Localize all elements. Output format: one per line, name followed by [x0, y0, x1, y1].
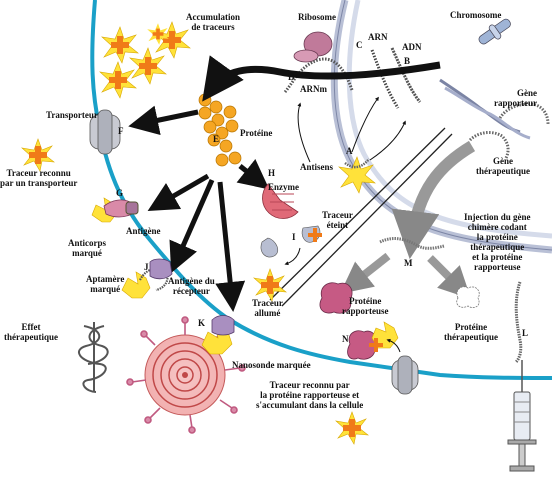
- letter-a: A: [346, 146, 353, 156]
- label-traceur-allume: Traceur allumé: [252, 298, 283, 318]
- letter-c: C: [356, 40, 363, 50]
- antisense-arrow: [297, 102, 311, 163]
- caduceus-icon: [78, 322, 109, 393]
- tracer-off-shape: [260, 237, 279, 258]
- big-curved-arrow: [202, 55, 441, 102]
- label-gene-rapporteur: Gène rapporteur: [494, 88, 537, 108]
- label-chromosome: Chromosome: [450, 10, 502, 20]
- bottom-transporter-arrow: [386, 338, 401, 353]
- letter-n: N: [342, 334, 349, 344]
- tracer-cluster: [99, 21, 191, 99]
- label-arnm: ARNm: [300, 84, 327, 94]
- label-anticorps: Anticorps marqué: [68, 238, 106, 258]
- label-gene-therapeutique: Gène thérapeutique: [476, 156, 530, 176]
- letter-i: I: [292, 232, 296, 242]
- label-accumulation: Accumulation de traceurs: [186, 12, 240, 32]
- to-therapeutic-arrow: [427, 255, 472, 300]
- tracer-off: [301, 225, 322, 243]
- dna-helix: [439, 78, 531, 140]
- nanoprobe-cell: [126, 316, 246, 434]
- rna-strand: [370, 49, 400, 109]
- label-antisens: Antisens: [300, 162, 334, 172]
- mrna-strand: [283, 57, 354, 93]
- ribosome: [293, 31, 333, 63]
- label-arn: ARN: [368, 32, 388, 42]
- reporter-protein-shape: [319, 282, 353, 314]
- gene-injection-arrow: [391, 140, 476, 260]
- enzyme-shape: [262, 183, 299, 219]
- label-traceur-transporteur: Traceur reconnu par un transporteur: [0, 168, 78, 188]
- therapeutic-gene-coil: [468, 131, 510, 159]
- protein-to-transporter-arrow: [128, 105, 199, 136]
- letter-k: K: [198, 318, 206, 328]
- label-ribosome: Ribosome: [298, 12, 336, 22]
- label-effet-therapeutique: Effet thérapeutique: [4, 322, 58, 342]
- labeled-antibody: [91, 197, 139, 223]
- label-injection: Injection du gène chimère codant la prot…: [464, 212, 531, 272]
- label-proteine-rapporteuse: Protéine rapporteuse: [342, 296, 389, 316]
- tracer-transporter: [21, 138, 55, 172]
- label-traceur-eteint: Traceur éteint: [322, 210, 353, 230]
- protein-to-antigen-arrow: [147, 173, 210, 212]
- letter-e: E: [213, 134, 220, 144]
- label-traceur-proteine: Traceur reconnu par la protéine rapporte…: [256, 380, 364, 410]
- bottom-transporter: [391, 355, 419, 395]
- label-adn: ADN: [402, 42, 422, 52]
- label-antigene-recepteur: Antigène du récepteur: [168, 276, 215, 296]
- label-proteine: Protéine: [240, 128, 273, 138]
- tracer-bottom: [335, 411, 369, 445]
- label-antigene: Antigène: [126, 226, 161, 236]
- letter-f: F: [118, 126, 124, 136]
- label-proteine-therapeutique: Protéine thérapeutique: [444, 322, 498, 342]
- protein-to-enzyme-arrow: [236, 159, 270, 190]
- therapeutic-protein-shape: [456, 286, 480, 308]
- letter-l: L: [522, 328, 529, 338]
- letter-b: B: [404, 56, 411, 66]
- label-transporteur: Transporteur: [46, 110, 98, 120]
- therapeutic-coil-l: [514, 281, 523, 364]
- label-enzyme: Enzyme: [268, 182, 299, 192]
- nanoprobe-marker: [201, 315, 235, 355]
- letter-d: D: [288, 72, 295, 82]
- letter-h: H: [268, 168, 276, 178]
- chimeric-gene-coil: [379, 237, 445, 250]
- divider-lines: [269, 127, 453, 307]
- tracer-on: [253, 268, 287, 302]
- letter-g: G: [116, 188, 124, 198]
- antisense-probe: [338, 156, 376, 194]
- dna-strand: [390, 47, 422, 103]
- reporter-gene-coil: [498, 102, 550, 125]
- to-reporter-arrow: [339, 252, 391, 294]
- protein-to-nanoprobe-arrow: [215, 181, 246, 312]
- chromosome-icon: [478, 18, 511, 45]
- protein-to-receptor-arrow: [169, 178, 215, 273]
- letter-m: M: [404, 258, 413, 268]
- label-aptamere: Aptamère marqué: [86, 274, 125, 294]
- antisense-to-rna-arrow: [351, 96, 379, 153]
- transporter: [89, 109, 121, 155]
- protein-cluster: [198, 93, 242, 167]
- labeled-aptamer: [121, 258, 173, 299]
- syringe-icon: [507, 360, 537, 472]
- tracer-off-arrow: [284, 247, 301, 266]
- letter-j: J: [144, 262, 149, 272]
- label-nanosonde: Nanosonde marquée: [232, 360, 311, 370]
- antisense-to-dna-arrow: [369, 120, 406, 161]
